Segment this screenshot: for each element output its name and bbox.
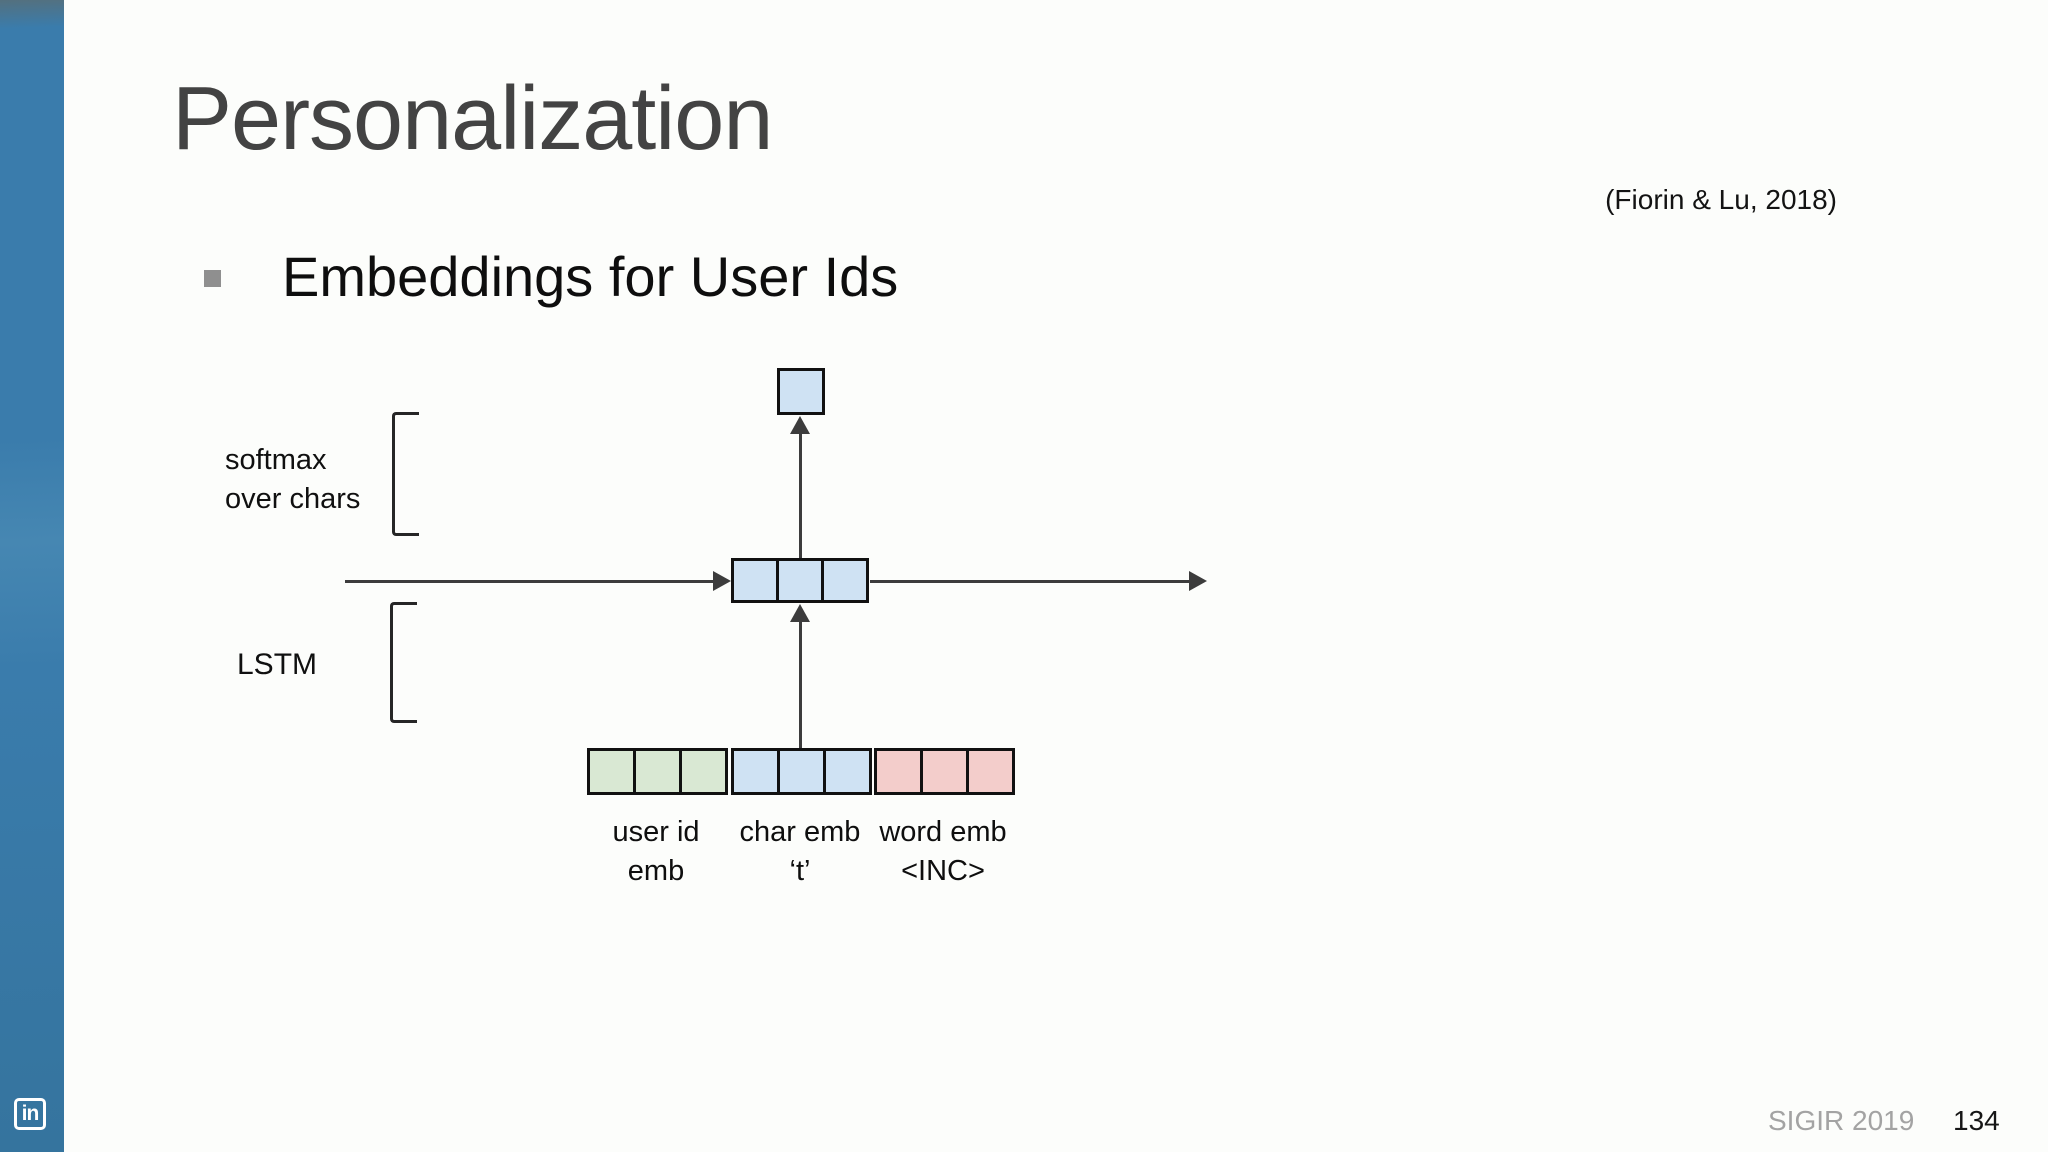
- arrowhead-recurrent-out: [1189, 571, 1207, 591]
- line-recurrent-out: [870, 580, 1192, 583]
- arrowhead-into-lstm: [713, 571, 731, 591]
- lstm-cell: [734, 561, 776, 600]
- arrowhead-up-to-lstm: [790, 604, 810, 622]
- char-emb-label: char emb ‘t’: [690, 813, 910, 891]
- arrowhead-up-to-output: [790, 416, 810, 434]
- bullet-square-icon: [204, 270, 221, 287]
- embedding-cell: [823, 751, 869, 792]
- input-group-char-emb: [731, 748, 872, 795]
- line-lstm-to-output: [799, 430, 802, 558]
- embedding-cell: [777, 751, 823, 792]
- embedding-cell: [590, 751, 633, 792]
- lstm-cell: [776, 561, 821, 600]
- embedding-cell: [877, 751, 920, 792]
- footer-conference: SIGIR 2019: [1768, 1105, 1915, 1136]
- bullet-text: Embeddings for User Ids: [282, 245, 899, 308]
- citation-text: (Fiorin & Lu, 2018): [1605, 184, 1837, 215]
- user-id-emb-label: user id emb: [546, 813, 766, 891]
- embedding-cell: [734, 751, 777, 792]
- embedding-cell: [966, 751, 1012, 792]
- lstm-cell: [821, 561, 866, 600]
- softmax-label-line1: softmax: [225, 444, 327, 476]
- linkedin-icon: in: [14, 1098, 46, 1130]
- embedding-cell: [920, 751, 966, 792]
- line-inputs-to-lstm: [799, 618, 802, 748]
- embedding-cell: [633, 751, 679, 792]
- user-id-emb-label-line1: user id: [612, 816, 700, 848]
- lstm-label: LSTM: [237, 648, 318, 681]
- footer-page-number: 134: [1953, 1105, 2000, 1136]
- line-recurrent-in: [345, 580, 715, 583]
- lstm-bracket: [390, 602, 417, 723]
- word-emb-label-line2: <INC>: [901, 855, 985, 887]
- lstm-cell-row: [731, 558, 869, 603]
- softmax-output-box: [777, 368, 825, 415]
- slide-title: Personalization: [172, 69, 773, 169]
- softmax-label: softmax over chars: [225, 441, 360, 519]
- char-emb-label-line2: ‘t’: [789, 855, 811, 887]
- input-group-word-emb: [874, 748, 1015, 795]
- softmax-label-line2: over chars: [225, 483, 361, 515]
- softmax-bracket: [392, 412, 419, 536]
- input-group-user-id-emb: [587, 748, 728, 795]
- left-brand-sidebar: in: [0, 0, 64, 1152]
- char-emb-label-line1: char emb: [739, 816, 861, 848]
- word-emb-label: word emb <INC>: [833, 813, 1053, 891]
- user-id-emb-label-line2: emb: [627, 855, 685, 887]
- embedding-cell: [679, 751, 725, 792]
- word-emb-label-line1: word emb: [879, 816, 1007, 848]
